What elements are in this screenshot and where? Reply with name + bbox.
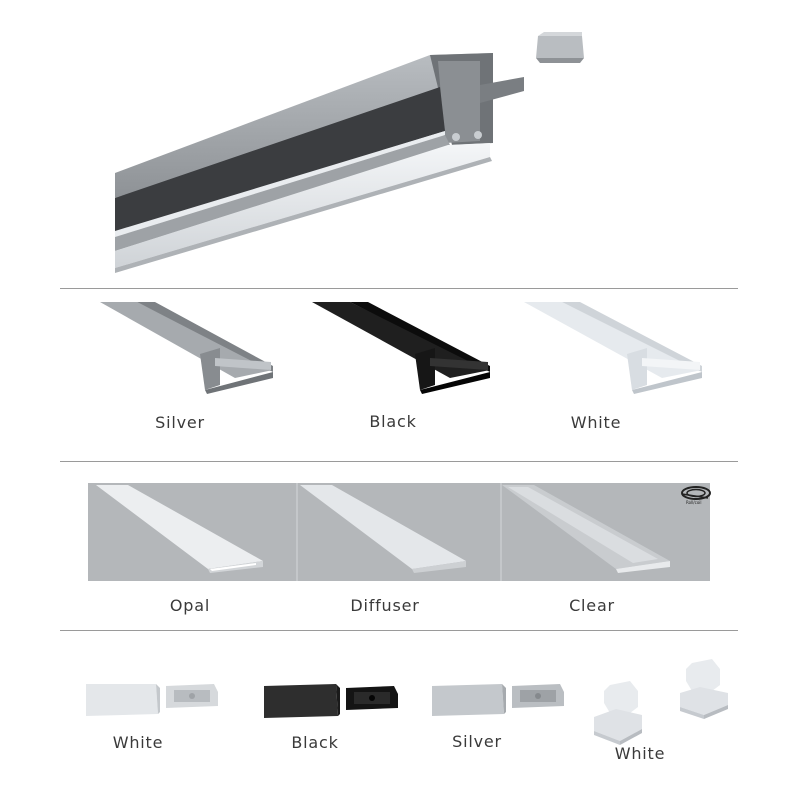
finish-label-white: White bbox=[570, 413, 622, 432]
diffuser-label-diffuser: Diffuser bbox=[350, 596, 420, 615]
end-cap-black-image bbox=[262, 680, 402, 722]
section-divider bbox=[60, 288, 738, 289]
diffuser-label-opal: Opal bbox=[169, 596, 211, 615]
diffuser-label-clear: Clear bbox=[569, 596, 615, 615]
clip-label-white: White bbox=[614, 744, 666, 763]
profile-silver-image bbox=[95, 300, 280, 395]
profile-black-image bbox=[310, 300, 495, 395]
end-cap-silver-image bbox=[430, 678, 570, 720]
end-cap-white-image bbox=[84, 678, 224, 720]
end-cap-label-silver: Silver bbox=[452, 732, 502, 751]
diffuser-strip bbox=[88, 483, 710, 581]
section-divider bbox=[60, 630, 738, 631]
finish-label-black: Black bbox=[369, 412, 417, 431]
finish-label-silver: Silver bbox=[155, 413, 205, 432]
end-cap-render bbox=[530, 30, 590, 70]
end-cap-label-black: Black bbox=[291, 733, 339, 752]
section-divider bbox=[60, 461, 738, 462]
coil-icon-text: Roll/coil bbox=[686, 500, 702, 505]
mounting-clip-white-image bbox=[592, 655, 747, 745]
profile-white-image bbox=[522, 300, 707, 395]
coil-icon: Roll/coil bbox=[678, 484, 714, 508]
end-cap-label-white: White bbox=[112, 733, 164, 752]
hero-product-render bbox=[100, 25, 600, 275]
